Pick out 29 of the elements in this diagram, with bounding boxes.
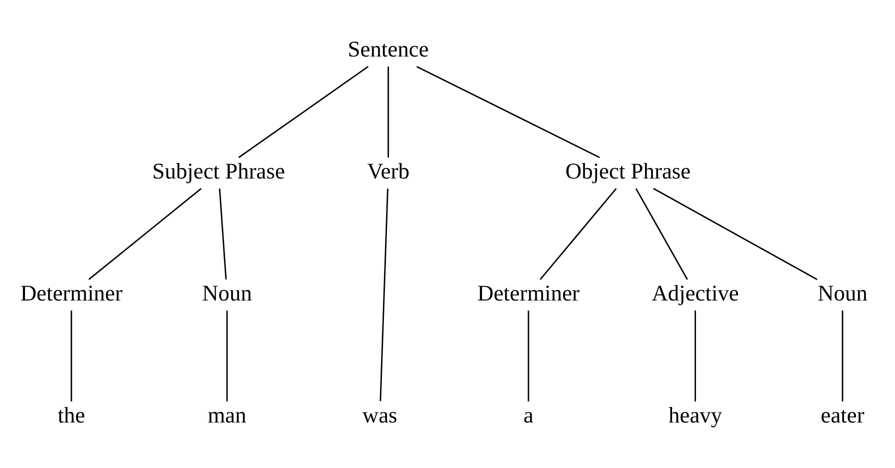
node-text: Noun bbox=[818, 280, 868, 306]
connector bbox=[380, 188, 388, 402]
connector bbox=[416, 66, 600, 158]
node-text: the bbox=[58, 402, 86, 428]
connector bbox=[540, 188, 617, 280]
node-text: man bbox=[208, 402, 246, 428]
node-text: Determiner bbox=[477, 280, 580, 306]
node-text: Noun bbox=[202, 280, 252, 306]
node-text: Object Phrase bbox=[565, 158, 691, 184]
node-text: was bbox=[362, 402, 398, 428]
node-text: a bbox=[523, 402, 534, 428]
connector bbox=[842, 310, 844, 402]
connector bbox=[238, 66, 369, 158]
connector bbox=[88, 188, 202, 280]
node-text: Sentence bbox=[348, 36, 429, 62]
connector bbox=[70, 310, 72, 402]
connector bbox=[653, 188, 818, 280]
connector bbox=[694, 310, 696, 402]
connector bbox=[635, 188, 688, 280]
node-text: Subject Phrase bbox=[152, 158, 285, 184]
node-text: Adjective bbox=[652, 280, 739, 306]
connector bbox=[528, 310, 530, 402]
connector bbox=[218, 188, 227, 280]
node-text: Verb bbox=[367, 158, 410, 184]
node-text: eater bbox=[820, 402, 864, 428]
node-text: heavy bbox=[668, 402, 722, 428]
node-text: Determiner bbox=[20, 280, 122, 306]
connector bbox=[226, 310, 228, 402]
connector bbox=[388, 66, 389, 158]
